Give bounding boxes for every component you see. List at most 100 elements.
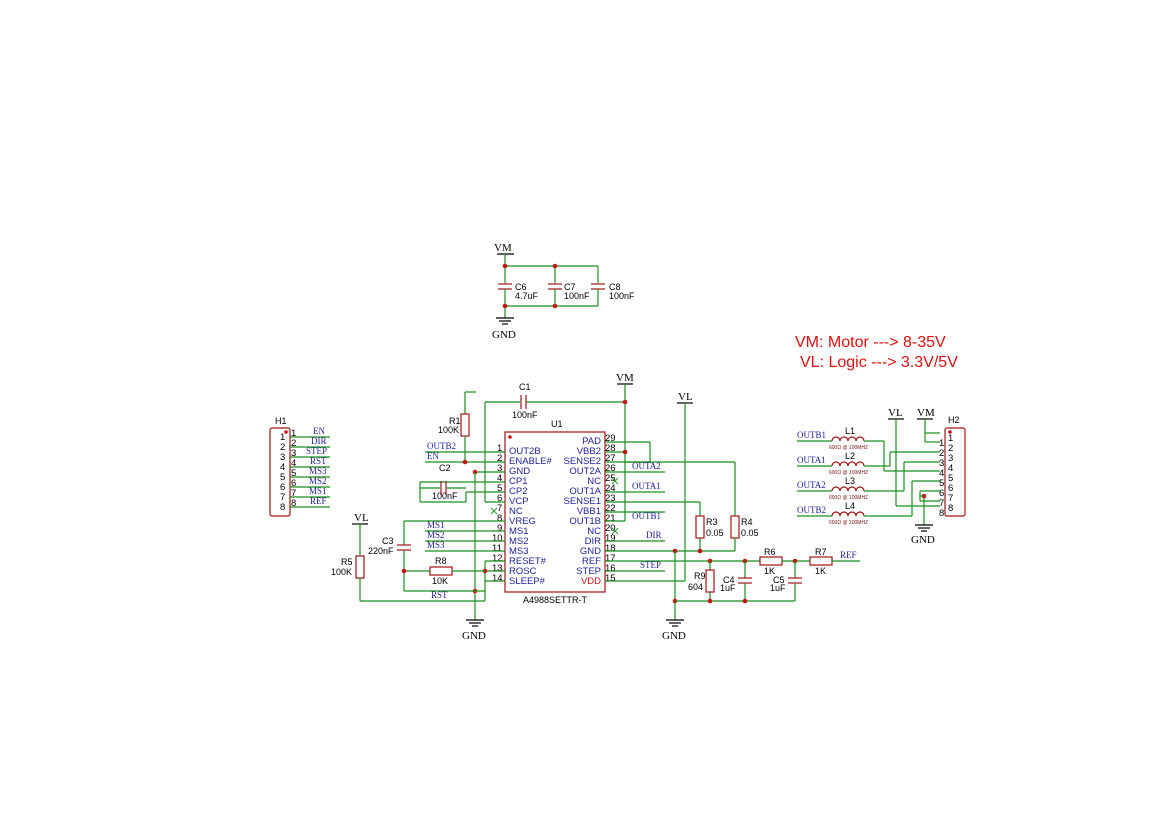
h2-pin-left-6: 6: [939, 488, 944, 499]
u1-pin-num-19: 19: [605, 533, 616, 544]
c4-value: 1uF: [720, 583, 736, 593]
net-ms2-label: MS2: [427, 530, 445, 540]
h1-pin-7b: 7: [291, 488, 296, 499]
c7-value: 100nF: [564, 291, 590, 301]
h1-pin-6: 6: [280, 482, 285, 493]
net-ref-label: REF: [840, 550, 857, 560]
u1-pin-num-20: 20: [605, 523, 616, 534]
r1-ref: R1: [449, 416, 461, 426]
gnd-symbol-h2: [915, 524, 933, 532]
r1-value: 100K: [438, 425, 459, 435]
gnd-label-right: GND: [662, 630, 686, 642]
u1-pin-name-20: NC: [587, 526, 601, 537]
h1-connector: H1 1 2 3 4 5 6 7 8 1 2 3 4 5 6 7 8 EN DI…: [269, 416, 330, 517]
vl-power-label-h2: VL: [888, 407, 903, 419]
u1-pin-name-23: SENSE1: [564, 496, 602, 507]
net-outb1-ind: OUTB1: [797, 430, 826, 440]
c1-ref: C1: [519, 382, 531, 392]
net-outb1-label: OUTB1: [632, 511, 661, 521]
inductor-l4: OUTB2 L4 600Ω @ 100MHZ: [797, 501, 884, 526]
u1-pin-num-28: 28: [605, 443, 616, 454]
r5-ref: R5: [341, 557, 353, 567]
gnd-label: GND: [492, 329, 516, 341]
gnd-label-u1: GND: [462, 630, 486, 642]
u1-pin-num-6: 6: [497, 493, 502, 504]
r4-value: 0.05: [741, 528, 759, 538]
h1-ref: H1: [275, 416, 287, 426]
c5-ref: C5: [773, 575, 785, 585]
r9-ref: R9: [694, 571, 706, 581]
u1-pin-name-29: PAD: [582, 436, 601, 447]
h1-net-en: EN: [313, 426, 325, 436]
u1-pin-name-18: GND: [580, 546, 601, 557]
h1-net-ref: REF: [310, 496, 327, 506]
h2-pin-left-1: 1: [939, 438, 944, 449]
h1-net-ms2: MS2: [309, 476, 327, 486]
u1-pin-name-26: OUT2A: [569, 466, 601, 477]
h2-connector: H2 1 2 3 4 5 6 7 8 1 2 3 4 5 6 7 8: [939, 415, 966, 519]
u1-pin-num-18: 18: [605, 543, 616, 554]
h2-pin-left-3: 3: [939, 458, 944, 469]
u1-pin-num-15: 15: [605, 573, 616, 584]
h1-net-dir: DIR: [311, 436, 327, 446]
h2-pin-1: 1: [948, 433, 953, 444]
h1-pin-4b: 4: [291, 458, 296, 469]
u1-pin-name-21: OUT1B: [569, 516, 601, 527]
net-step-label: STEP: [640, 560, 661, 570]
u1-pin-name-11: MS3: [509, 546, 529, 557]
h1-pin-3b: 3: [291, 448, 296, 459]
u1-pin-name-2: ENABLE#: [509, 456, 552, 467]
h1-pin-5b: 5: [291, 468, 296, 479]
net-ms3-label: MS3: [427, 540, 445, 550]
net-rst-label: RST: [431, 590, 448, 600]
decoupling-group: VM C6 4.7uF C7 100nF C8 100nF GND: [492, 242, 635, 341]
r3-ref: R3: [706, 517, 718, 527]
u1-pin-num-4: 4: [497, 473, 502, 484]
u1-pin-num-8: 8: [497, 513, 502, 524]
h1-net-ms3: MS3: [309, 466, 327, 476]
c6-ref: C6: [515, 282, 527, 292]
h1-pin-1b: 1: [291, 428, 296, 439]
h1-pin-8: 8: [280, 502, 285, 513]
u1-pin-num-27: 27: [605, 453, 616, 464]
h1-pin-6b: 6: [291, 478, 296, 489]
h2-pin-2: 2: [948, 443, 953, 454]
u1-pin-name-15: VDD: [581, 576, 601, 587]
u1-pin-name-13: ROSC: [509, 566, 537, 577]
h2-pin-4: 4: [948, 463, 953, 474]
vl-power-label-left: VL: [354, 512, 369, 524]
u1-pin-name-28: VBB2: [577, 446, 601, 457]
u1-pin-num-26: 26: [605, 463, 616, 474]
vm-power-label: VM: [494, 242, 512, 254]
gnd-label-h2: GND: [911, 534, 935, 546]
u1-pin-num-23: 23: [605, 493, 616, 504]
u1-pin-num-5: 5: [497, 483, 502, 494]
u1-pin-num-2: 2: [497, 453, 502, 464]
l2-value: 600Ω @ 100MHZ: [829, 470, 868, 476]
r8-ref: R8: [435, 556, 447, 566]
r7-ref: R7: [815, 547, 827, 557]
u1-pin-name-27: SENSE2: [564, 456, 602, 467]
u1-pin-name-3: GND: [509, 466, 530, 477]
h1-pin-3: 3: [280, 452, 285, 463]
u1-pin-name-8: VREG: [509, 516, 536, 527]
net-ms1-label: MS1: [427, 520, 445, 530]
h1-pin-5: 5: [280, 472, 285, 483]
r9-value: 604: [688, 582, 703, 592]
u1-pin-num-25: 25: [605, 473, 616, 484]
h2-pin-left-5: 5: [939, 478, 944, 489]
gnd-symbol-u1: [466, 619, 484, 627]
c2-value: 100nF: [432, 491, 458, 501]
c5-value: 1uF: [770, 583, 786, 593]
u1-ref: U1: [551, 419, 563, 429]
inductor-l1: OUTB1 L1 600Ω @ 100MHZ: [797, 426, 884, 451]
net-outb2-label: OUTB2: [427, 441, 456, 451]
u1-pin-num-9: 9: [497, 523, 502, 534]
u1-pin-name-6: VCP: [509, 496, 529, 507]
h1-net-step: STEP: [306, 446, 327, 456]
c7-ref: C7: [564, 282, 576, 292]
net-dir-label: DIR: [646, 530, 662, 540]
u1-pin-name-14: SLEEP#: [509, 576, 546, 587]
u1-pin-name-12: RESET#: [509, 556, 547, 567]
r6-value: 1K: [764, 566, 775, 576]
